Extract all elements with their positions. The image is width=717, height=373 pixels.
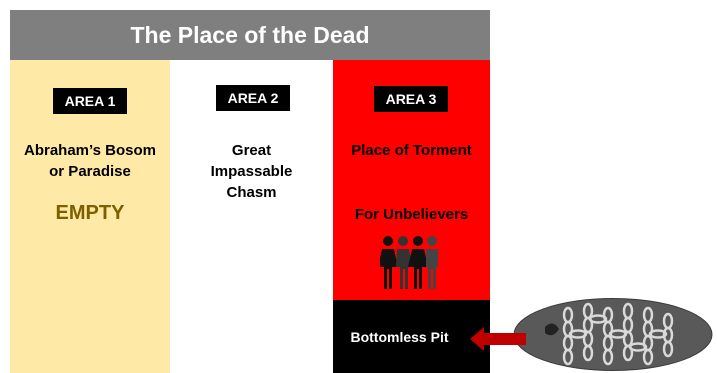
diagram-title: The Place of the Dead [10,10,490,60]
area-1-badge: AREA 1 [53,88,127,114]
arrow-left-icon [470,327,526,351]
area-3-description: Place of Torment [351,142,472,159]
area-3-badge: AREA 3 [374,86,448,112]
area-2-badge: AREA 2 [216,85,290,111]
people-group-icon [380,236,438,289]
area-1-status: EMPTY [55,202,125,224]
area-1-panel: AREA 1 Abraham’s Bosom or Paradise EMPTY [10,60,170,373]
area-2-panel: AREA 2 Great Impassable Chasm [170,60,333,373]
bottomless-pit-panel: Bottomless Pit [333,300,490,373]
chains-icon [513,298,713,371]
bottomless-pit-label: Bottomless Pit [350,328,449,345]
area-2-description: Great Impassable Chasm [210,142,293,201]
area-3-subtext: For Unbelievers [354,206,469,223]
area-1-description: Abraham’s Bosom or Paradise [24,142,156,180]
